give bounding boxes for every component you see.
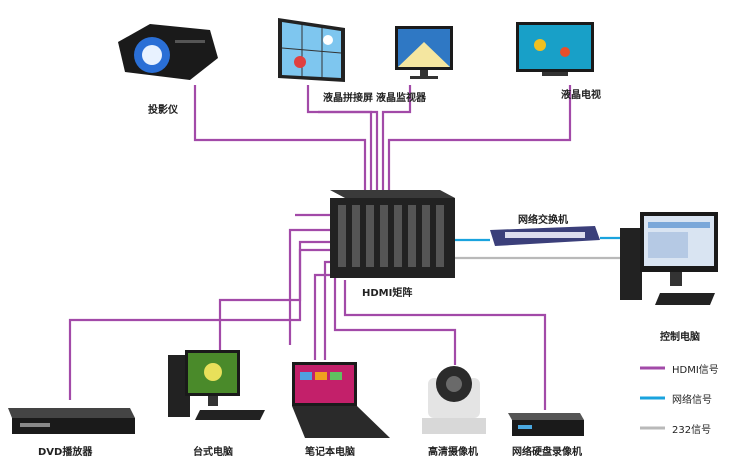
- label-camera: 高清摄像机: [428, 447, 478, 458]
- control-pc-image: [620, 212, 718, 305]
- hdmi-wires: [68, 85, 572, 410]
- wire-camera: [333, 275, 457, 365]
- camera-image: [422, 366, 486, 434]
- wire-dvd: [68, 248, 330, 400]
- label-tv: 液晶电视: [561, 90, 601, 101]
- wire-nvr: [343, 280, 547, 410]
- matrix-image: [330, 190, 455, 278]
- label-switch: 网络交换机: [518, 215, 568, 226]
- legend-232: 232信号: [672, 425, 712, 436]
- nvr-image: [508, 413, 584, 436]
- label-monitor: 液晶监视器: [376, 93, 426, 104]
- wire-laptop-2: [323, 260, 332, 360]
- switch-image: [490, 226, 600, 246]
- wire-matrix-monitor: [381, 85, 412, 200]
- label-dvd: DVD播放器: [38, 447, 93, 458]
- label-matrix: HDMI矩阵: [362, 288, 413, 299]
- label-laptop: 笔记本电脑: [305, 447, 355, 458]
- legend-hdmi: HDMI信号: [672, 365, 719, 376]
- dvd-image: [8, 408, 135, 434]
- legend-network: 网络信号: [672, 395, 712, 406]
- wire-matrix-tv: [387, 85, 572, 200]
- monitor-image: [395, 26, 453, 79]
- wire-matrix-projector: [193, 85, 367, 200]
- projector-image: [118, 24, 218, 80]
- tv-image: [516, 22, 594, 76]
- label-projector: 投影仪: [148, 105, 178, 116]
- laptop-image: [292, 362, 390, 438]
- desktop-image: [168, 350, 265, 420]
- video-wall-image: [278, 18, 345, 82]
- label-desktop: 台式电脑: [193, 447, 233, 458]
- label-control-pc: 控制电脑: [660, 332, 700, 343]
- label-video-wall: 液晶拼接屏: [323, 93, 373, 104]
- wire-desktop: [218, 240, 330, 355]
- wire-laptop: [313, 273, 330, 360]
- wire-matrix-videowall-2: [318, 110, 379, 200]
- wire-desktop-2: [288, 228, 330, 345]
- label-nvr: 网络硬盘录像机: [512, 447, 582, 458]
